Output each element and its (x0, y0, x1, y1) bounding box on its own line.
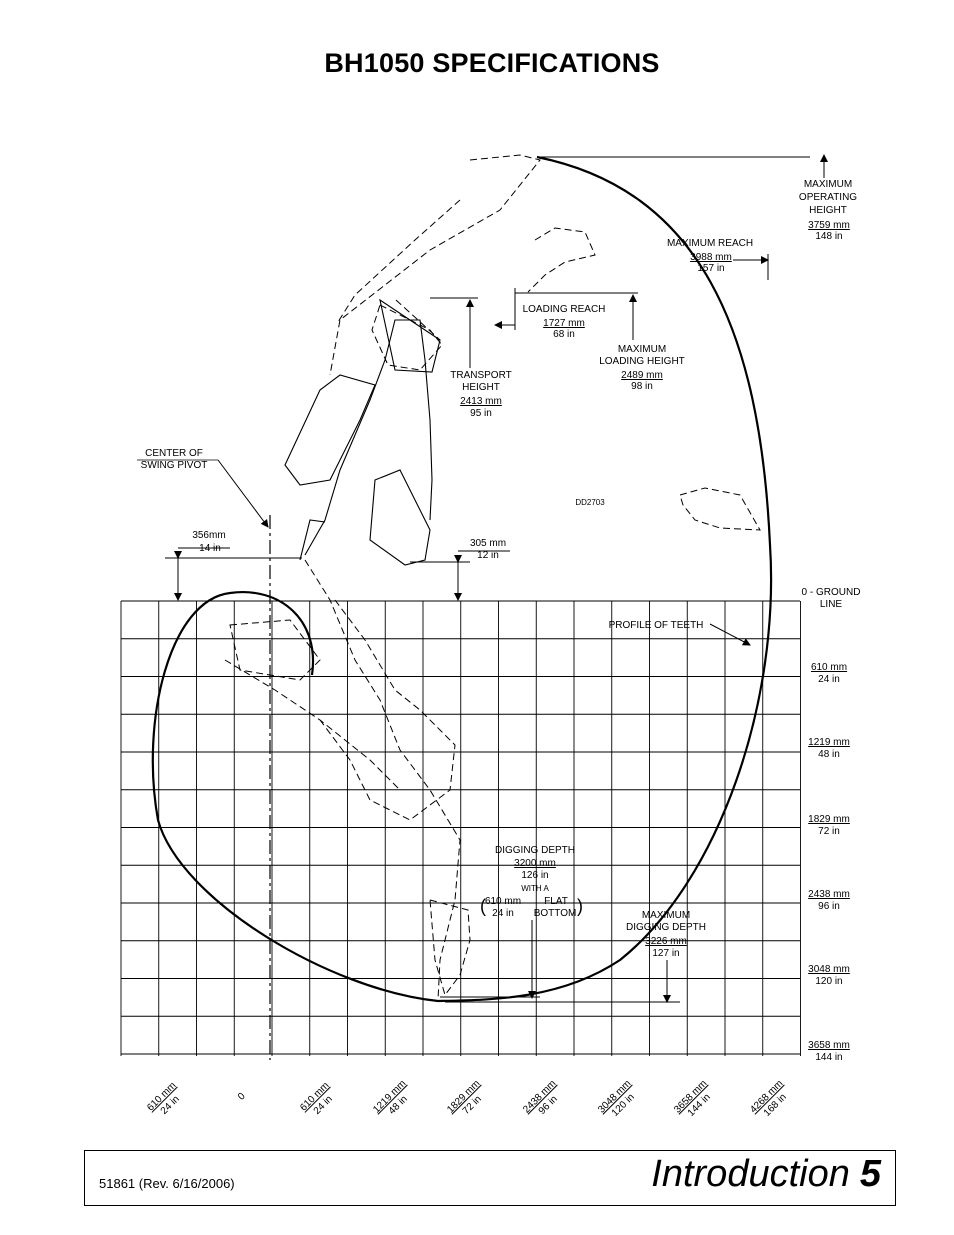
svg-text:CENTER OF: CENTER OF (145, 448, 203, 459)
depth-scale-in: 120 in (815, 976, 842, 987)
svg-text:OPERATING: OPERATING (799, 192, 857, 203)
profile-of-teeth-envelope (151, 155, 773, 1003)
svg-text:3226 mm: 3226 mm (645, 936, 687, 947)
page-title: BH1050 SPECIFICATIONS (324, 48, 660, 78)
svg-text:MAXIMUM: MAXIMUM (618, 344, 666, 355)
svg-text:DIGGING DEPTH: DIGGING DEPTH (626, 922, 706, 933)
svg-text:LOADING REACH: LOADING REACH (523, 304, 606, 315)
max-reach-label: MAXIMUM REACH 3988 mm 157 in (667, 238, 753, 274)
svg-text:68 in: 68 in (553, 329, 575, 340)
svg-text:HEIGHT: HEIGHT (462, 382, 500, 393)
depth-scale-in: 144 in (815, 1052, 842, 1063)
svg-text:3759 mm: 3759 mm (808, 220, 850, 231)
svg-text:3200 mm: 3200 mm (514, 858, 556, 869)
loading-reach-label: LOADING REACH 1727 mm 68 in (523, 304, 606, 340)
svg-text:98 in: 98 in (631, 381, 653, 392)
depth-scale-mm: 3048 mm (808, 964, 850, 975)
max-operating-height-label: MAXIMUM OPERATING HEIGHT 3759 mm 148 in (799, 179, 857, 242)
svg-text:BOTTOM: BOTTOM (534, 908, 577, 919)
svg-text:MAXIMUM REACH: MAXIMUM REACH (667, 238, 753, 249)
depth-scale-mm: 1219 mm (808, 737, 850, 748)
depth-scale-in: 48 in (818, 749, 840, 760)
document-number: 51861 (Rev. 6/16/2006) (99, 1176, 235, 1191)
svg-text:(: ( (480, 896, 486, 916)
ground-line-label: 0 - GROUND LINE (802, 587, 861, 610)
depth-scale-mm: 1829 mm (808, 814, 850, 825)
svg-text:305 mm: 305 mm (470, 538, 506, 549)
svg-text:356mm: 356mm (192, 530, 225, 541)
backhoe-transport-outline (284, 298, 441, 566)
center-of-swing-pivot-label: CENTER OF SWING PIVOT (137, 448, 218, 471)
svg-text:SWING PIVOT: SWING PIVOT (141, 460, 208, 471)
svg-text:0 - GROUND: 0 - GROUND (802, 587, 861, 598)
horizontal-scale-mm: 0 (236, 1091, 248, 1103)
drawing-code: DD2703 (575, 498, 605, 507)
depth-scale-in: 24 in (818, 674, 840, 685)
svg-text:FLAT: FLAT (544, 896, 568, 907)
svg-text:LOADING HEIGHT: LOADING HEIGHT (599, 356, 685, 367)
section-name: Introduction (651, 1153, 850, 1195)
svg-text:2489 mm: 2489 mm (621, 370, 663, 381)
depth-scale-in: 96 in (818, 901, 840, 912)
svg-text:610 mm: 610 mm (485, 896, 521, 907)
digging-depth-label: DIGGING DEPTH 3200 mm 126 in WITH A 610 … (480, 845, 583, 919)
svg-text:157 in: 157 in (697, 263, 724, 274)
transport-height-label: TRANSPORT HEIGHT 2413 mm 95 in (450, 370, 512, 419)
svg-text:WITH A: WITH A (521, 884, 549, 893)
svg-text:1727 mm: 1727 mm (543, 318, 585, 329)
svg-text:24 in: 24 in (492, 908, 514, 919)
svg-text:DIGGING DEPTH: DIGGING DEPTH (495, 845, 575, 856)
svg-text:126 in: 126 in (521, 870, 548, 881)
svg-text:MAXIMUM: MAXIMUM (804, 179, 852, 190)
horizontal-scale-tick-label: 0 (236, 1091, 248, 1103)
svg-text:148 in: 148 in (815, 231, 842, 242)
svg-text:3988 mm: 3988 mm (690, 252, 732, 263)
svg-text:HEIGHT: HEIGHT (809, 205, 847, 216)
depth-scale-mm: 3658 mm (808, 1040, 850, 1051)
depth-scale-in: 72 in (818, 826, 840, 837)
svg-text:TRANSPORT: TRANSPORT (450, 370, 512, 381)
pivot-offset-label: 356mm 14 in (192, 530, 225, 554)
profile-of-teeth-label: PROFILE OF TEETH (609, 620, 704, 631)
svg-text:): ) (577, 896, 583, 916)
backhoe-boom-outline (224, 154, 761, 1001)
svg-text:MAXIMUM: MAXIMUM (642, 910, 690, 921)
svg-text:2413 mm: 2413 mm (460, 396, 502, 407)
measurement-grid (120, 600, 801, 1056)
depth-scale-mm: 610 mm (811, 662, 847, 673)
depth-scale-mm: 2438 mm (808, 889, 850, 900)
bucket-clearance-label: 305 mm 12 in (470, 538, 506, 561)
svg-text:12 in: 12 in (477, 550, 499, 561)
svg-text:14 in: 14 in (199, 543, 221, 554)
svg-text:127 in: 127 in (652, 948, 679, 959)
max-loading-height-label: MAXIMUM LOADING HEIGHT 2489 mm 98 in (599, 344, 685, 392)
svg-text:95 in: 95 in (470, 408, 492, 419)
max-digging-depth-label: MAXIMUM DIGGING DEPTH 3226 mm 127 in (626, 910, 706, 959)
page-number: 5 (859, 1153, 881, 1195)
svg-text:LINE: LINE (820, 599, 843, 610)
